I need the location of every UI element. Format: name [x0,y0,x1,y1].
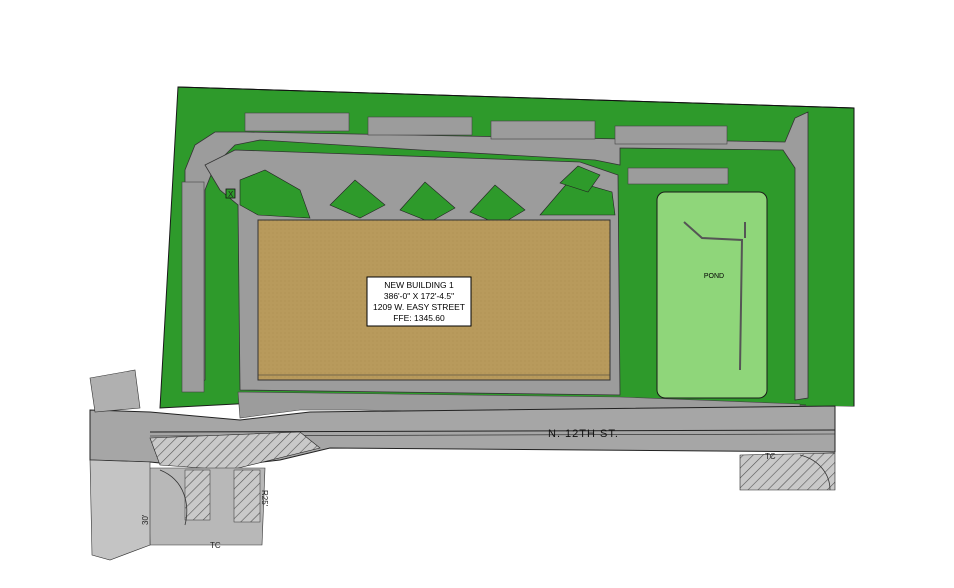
west-parking [181,181,205,393]
parking-pond-top [627,167,729,185]
property-line [177,86,855,406]
building-label-box [366,276,472,327]
corner-marker [225,188,236,199]
tc-label-right: TC [765,452,776,461]
building-dimensions: 386'-0" X 172'-4.5" [384,291,454,301]
curb-curve-2 [799,454,831,491]
street-centerline [149,429,836,433]
building-ffe: FFE: 1345.60 [393,313,445,323]
south-hatched-b [233,469,261,523]
tc-label-left: TC [210,541,221,550]
south-hatched-a [184,469,211,521]
southwest-curve [89,459,151,561]
building-address: 1209 W. EASY STREET [373,302,465,312]
east-grass-strip [806,110,854,406]
parking-rows-north [244,112,728,145]
dim-label-b: R25' [260,490,269,507]
dim-label-a: 30' [141,514,150,525]
street-label: N. 12TH ST. [548,428,619,440]
curb-curve-1 [159,469,188,526]
pond-pipe [683,221,744,371]
pond [656,191,768,399]
west-entrance [89,369,141,413]
building-name: NEW BUILDING 1 [384,280,454,290]
hatched-intersection [149,431,321,471]
hatched-driveway-east [739,452,836,491]
grass-islands [239,165,616,226]
pond-label: POND [704,273,724,280]
corner-marker-x: X [228,190,234,199]
